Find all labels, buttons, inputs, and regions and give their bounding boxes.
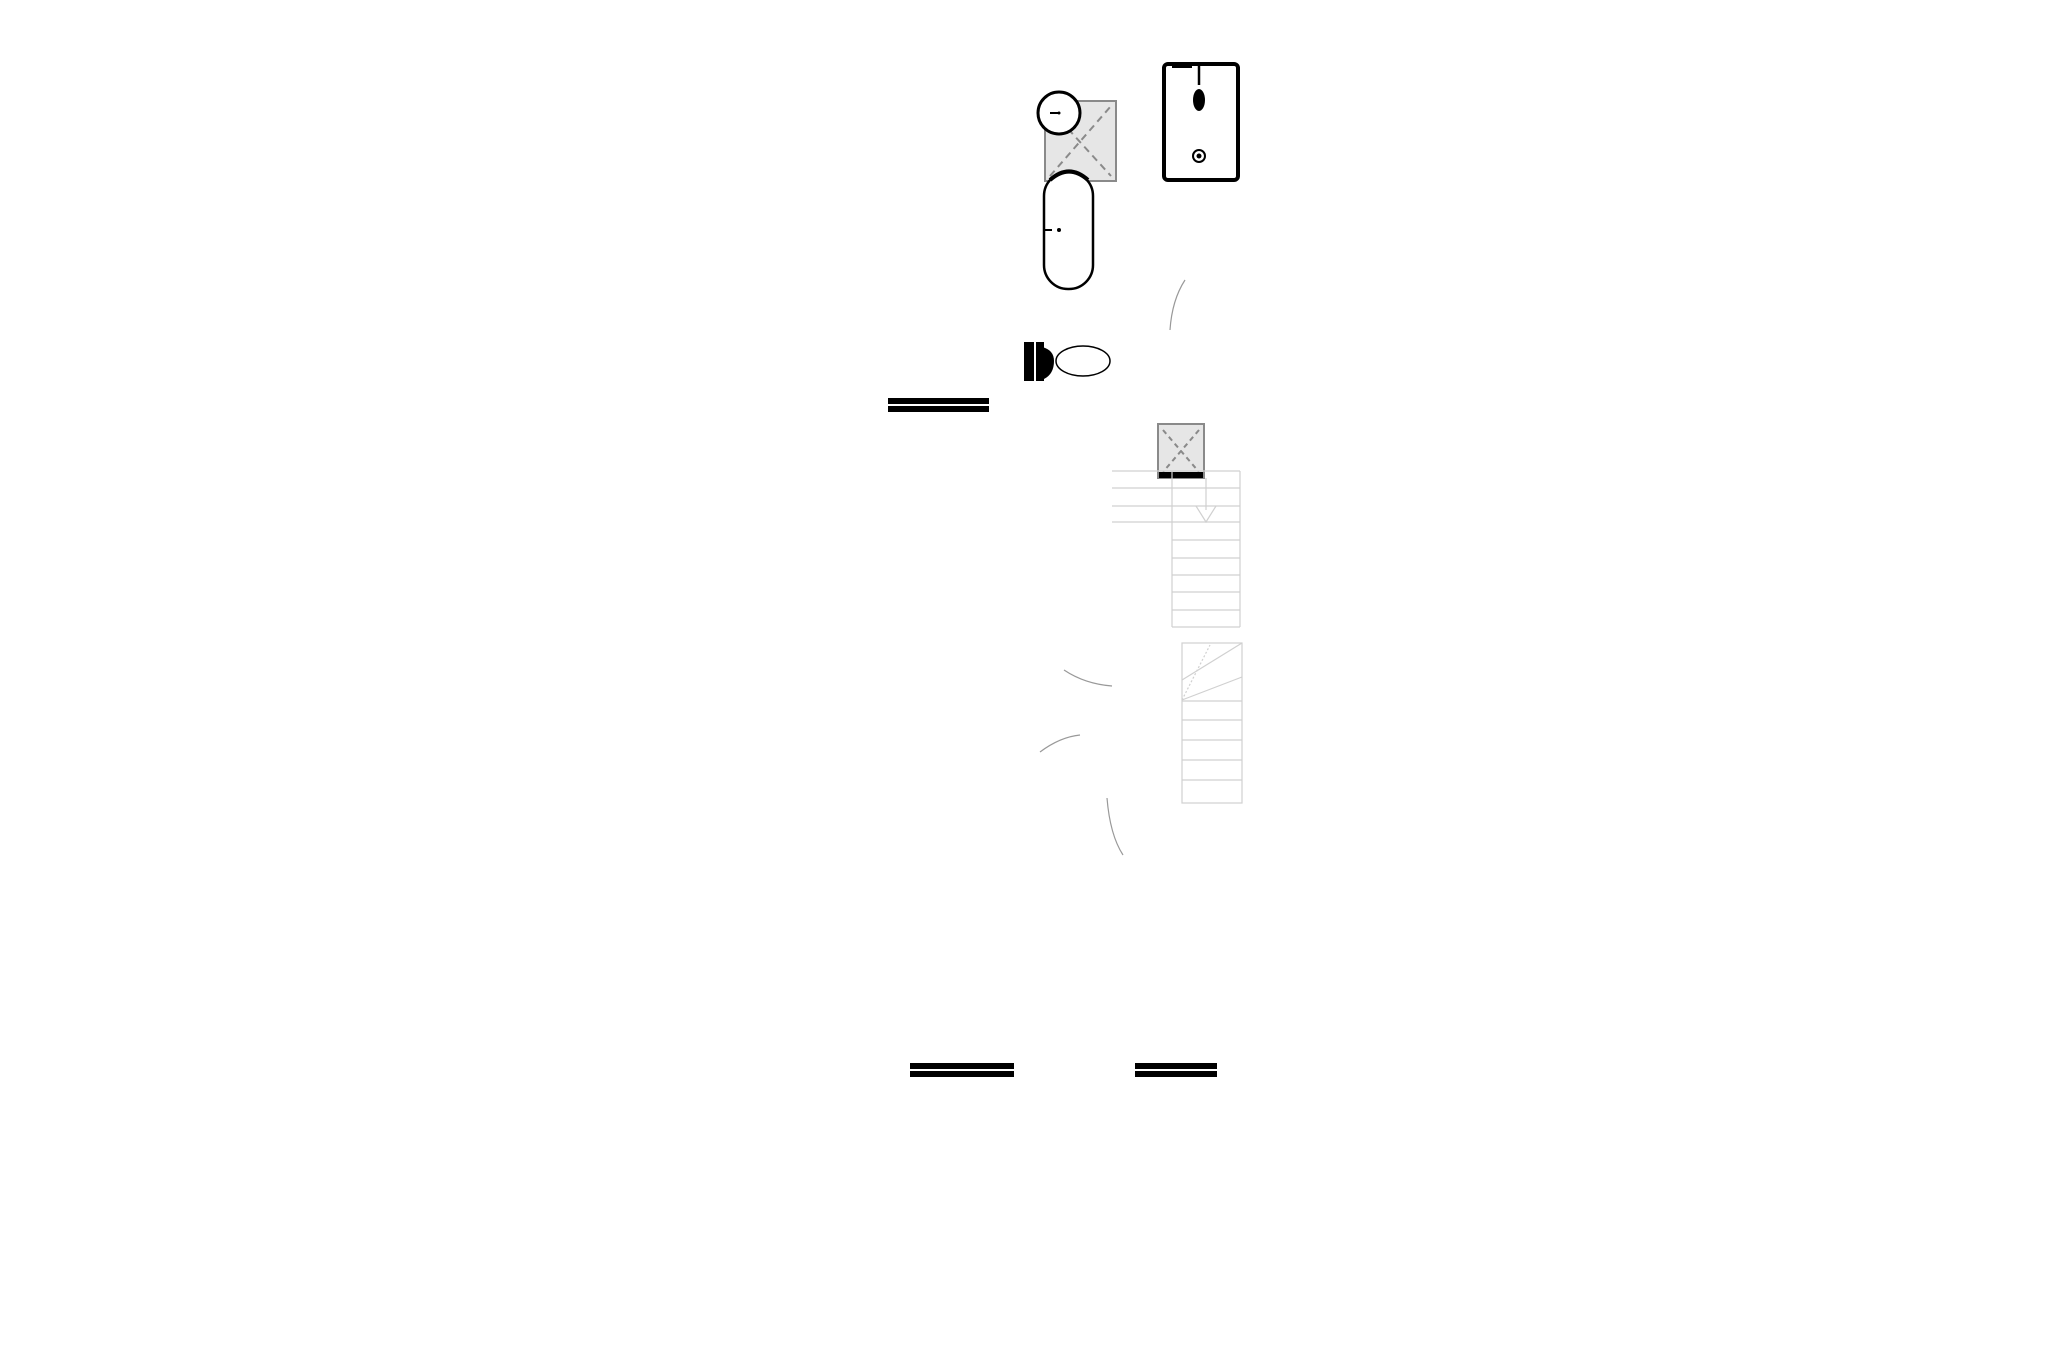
staircase [1112,470,1243,804]
vanity-sink [1162,62,1240,182]
wall-segments [888,398,1217,1077]
door-swings [1039,279,1186,856]
bathtub [1042,169,1095,291]
shower-small [1157,423,1205,479]
round-basin [1036,90,1082,136]
toilet [1024,342,1111,381]
wall-lines [888,404,1217,1071]
